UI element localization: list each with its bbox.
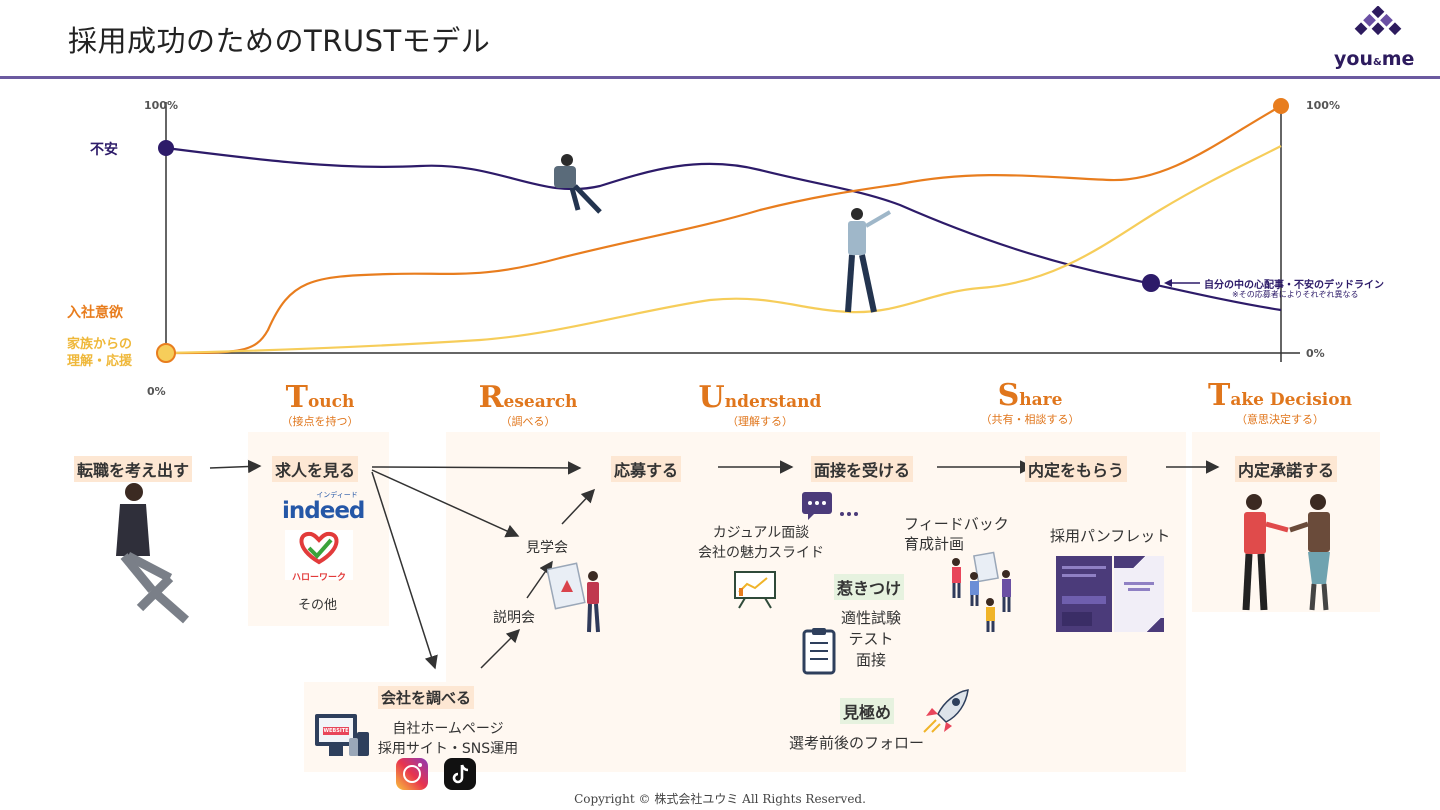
handshake-illustration [1242,494,1330,611]
stage-take-decision: Take Decision（意思決定する） [1208,378,1352,426]
follow-up-text: 選考前後のフォロー [789,734,925,752]
rocket-icon [923,689,969,733]
hellowork-logo: ハローワーク [285,530,353,583]
presentation-illustration [547,562,600,633]
step-offer: 内定をもらう [1025,456,1128,482]
anxiety-series-label: 不安 [90,142,118,158]
instagram-icon[interactable] [396,758,428,790]
step-accept: 内定承諾する [1235,456,1338,482]
arrow-job-to-tour [371,469,520,538]
desire-curve [165,105,1282,355]
arrow-briefing-to-tour [526,560,553,599]
header-divider [0,76,1440,79]
pamphlet-text: 採用パンフレット [1050,527,1171,545]
company-logo: you&me [1330,5,1430,72]
touch-other: その他 [298,598,338,613]
right-axis-top-label: 100% [1306,99,1340,112]
trust-curve-chart [156,98,1300,363]
family-start-marker [156,343,176,363]
slide-board-icon [734,571,776,609]
logo-text: you&me [1334,48,1415,70]
anxiety-curve [165,146,1282,312]
research-web-text: 自社ホームページ 採用サイト・SNS運用 [377,721,519,757]
casual-interview-text: カジュアル面談 会社の魅力スライド [698,525,824,561]
copyright-footer: Copyright © 株式会社ユウミ All Rights Reserved. [574,792,866,806]
left-axis-top-label: 100% [144,99,178,112]
website-illustration: WEBSITE [315,714,371,760]
clipboard-icon [802,628,836,675]
stage-understand: Understand（理解する） [698,380,822,428]
left-axis-bottom-label: 0% [147,385,166,398]
research-tour: 見学会 [526,540,568,556]
worried-man-illustration [554,154,602,214]
desire-end-marker [1273,98,1289,114]
step-consider: 転職を考え出す [74,456,193,482]
indeed-logo: インディード indeed [282,491,365,524]
pamphlet-cover-right [1114,556,1164,632]
feedback-text: フィードバック 育成計画 [904,515,1009,553]
logo-mark-icon [1354,5,1402,36]
deadline-note: ※その応募者によりそれぞれ異なる [1232,290,1359,299]
deadline-label: 自分の中の心配事・不安のデッドライン [1204,280,1384,291]
arrow-consider-to-job [209,459,262,474]
attract-label: 惹きつけ [834,574,905,600]
hellowork-heart-icon [299,531,339,565]
right-axis-bottom-label: 0% [1306,347,1325,360]
assess-label: 見極め [840,698,895,724]
stage-share: Share（共有・相談する） [980,378,1080,426]
tiktok-icon[interactable] [444,758,476,790]
arrow-job-to-research [371,471,438,670]
chat-bubble-icon [802,492,858,520]
thinking-man-illustration [845,208,892,313]
step-apply: 応募する [611,456,682,482]
deadline-marker [1142,274,1160,292]
stage-research: Research（調べる） [478,380,578,428]
stage-touch: Touch（接点を持つ） [281,380,359,428]
family-curve [165,145,1282,355]
anxiety-start-marker [158,140,174,156]
assessment-text: 適性試験 テスト 面接 [840,609,901,669]
page-title: 採用成功のためのTRUSTモデル [68,24,491,58]
deadline-pointer-head [1164,279,1172,287]
desire-series-label: 入社意欲 [67,305,123,321]
research-briefing: 説明会 [493,610,535,626]
arrow-job-to-apply [371,461,582,475]
family-series-label: 家族からの 理解・応援 [67,337,133,369]
thinking-jobseeker-illustration [116,483,189,624]
team-meeting-illustration [952,551,1011,632]
website-badge: WEBSITE [323,727,349,735]
step-research: 会社を調べる [378,686,475,709]
pamphlet-cover-left [1056,556,1112,632]
step-interview: 面接を受ける [811,456,914,482]
arrow-tour-to-apply [561,488,596,525]
step-see-job: 求人を見る [272,456,359,482]
arrow-research-to-briefing [480,628,521,669]
